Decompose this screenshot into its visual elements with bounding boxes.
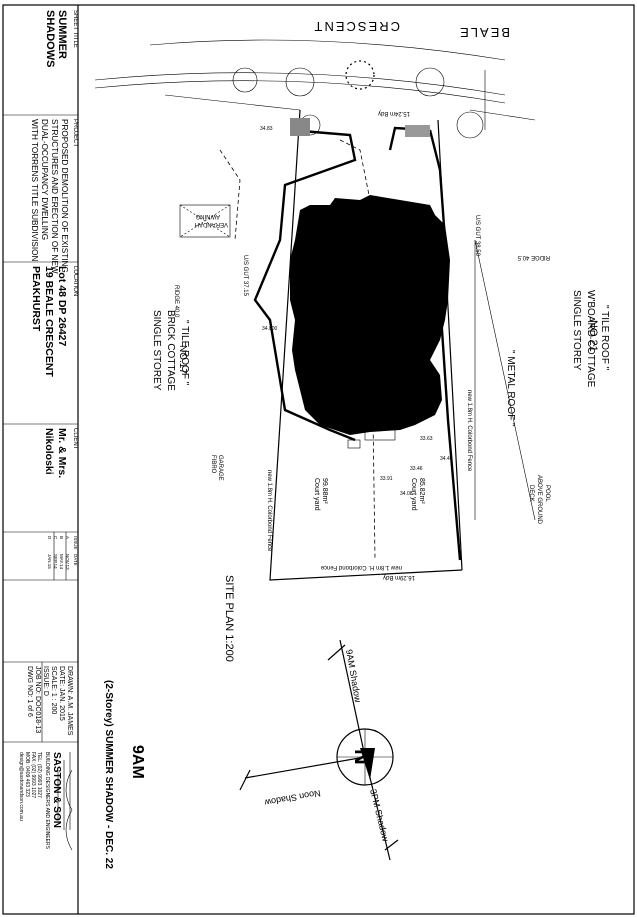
firm-contact-mob: MOB: 0409 463 323 [24,752,30,797]
noon-shadow-line [244,756,366,779]
neighbour-right-storey: SINGLE STOREY [571,290,582,371]
gutter-left-label: U/S GUT 37.15 [242,255,248,297]
spot-level-5: 34.49 [440,456,453,462]
revision-row-b-issue: B [59,536,64,539]
spot-level-1: 34.83 [260,126,273,132]
client-heading: CLIENT [72,428,78,450]
shadow-time: 9AM [129,745,146,779]
revision-row-c-issue: C [53,536,58,540]
verandah-label-1: VERANDAH [195,221,228,227]
drawing-info-drawn: DRAWN: A.M. JAMES [66,666,73,736]
verandah-label-2: AWNING [195,213,220,219]
title-block: SHEET TITLE SUMMER SHADOWS PROJECT PROPO… [3,5,79,914]
project-line-4: WITH TORRENS TITLE SUBDIVISION [30,119,39,261]
neighbour-left-type: BRICK COTTAGE [165,310,176,391]
court-yard-left-area: 99.88m² [321,478,328,504]
north-label: N [350,749,375,765]
neighbour-right-type: W'BOARD COTTAGE [585,290,596,388]
metal-roof-label: " METAL ROOF " [505,350,516,427]
revision-row-a-issue: A [65,536,70,539]
drawing-info: DRAWN: A.M. JAMES DATE: JAN. 2015 SCALE:… [26,666,73,736]
neighbour-left-storey: SINGLE STOREY [151,310,162,391]
project-line-2: STRUCTURES AND ERECTION OF NEW [50,119,59,274]
revision-header-date: DATE [73,554,78,566]
drawing-info-dwg-no: DWG NO: 1 of 6 [26,666,33,717]
deck-label-1: DECK [528,485,534,502]
spot-level-7: 34.08 [400,491,413,497]
nine-am-shadow-line [339,639,366,758]
sheet-title-heading: SHEET TITLE [72,10,78,48]
sheet-border [2,4,635,915]
spot-level-2: 34.000 [262,326,278,332]
spot-level-3: 33.63 [420,436,433,442]
project-line-3: DUAL-OCCUPANCY DWELLING [40,119,49,240]
project-line-1: PROPOSED DEMOLITION OF EXISTING [60,119,69,273]
firm-contact-email: design@sastonandson.com.au [18,752,24,821]
north-arrow-icon [360,748,375,780]
project-heading: PROJECT [72,119,78,147]
spot-level-6: 33.91 [380,476,393,482]
firm-contact-fax: FAX: (02) 9993 1027 [30,752,36,798]
revision-row-d-date: JAN.15 [47,554,52,569]
dim-top-boundary: 15.24m Bdy [378,110,410,116]
nine-am-shadow-label: 9AM Shadow [344,649,363,704]
firm-name: SASTON & SON [51,752,62,828]
street-name-crescent: CRESCENT [312,19,400,34]
revision-row-a-date: NOV.13 [65,554,70,570]
fence-bottom-label: new 1.8m H. Colorbond Fence [320,564,402,570]
gutter-right-label: U/S GUT 38.50 [474,215,480,257]
location-heading: LOCATION [72,266,78,296]
fibro-garage-2: GARAGE [217,455,223,481]
client-line-2: Nikoloski [43,428,55,475]
drawing-info-job-no: JOB NO: DOC018-13 [34,666,41,733]
location-line-2: 19 BEALE CRESCENT [43,266,55,377]
deck-label-3: POOL [544,485,550,502]
revision-row-c-date: SEP.14 [53,554,58,569]
dim-bottom-boundary: 16.29m Bdy [383,574,415,580]
court-yard-right-area: 85.82m² [418,478,425,504]
drawing-info-scale: SCALE: 1 : 200 [50,666,57,714]
street-name-beale: BEALE [458,25,510,40]
hatched-element-left [290,118,310,136]
revision-header-issue: ISSUE [73,536,78,550]
sheet-title-line-2: SHADOWS [44,10,56,67]
firm-contact-tel: TEL: (02) 9993 1027 [36,752,42,798]
shadow-cast-area [290,195,450,435]
drawing-info-date: DATE: JAN. 2015 [58,666,65,721]
court-yard-left-label: Court yard [313,478,320,511]
spot-level-4: 33.46 [410,466,423,472]
drawing-info-issue: ISSUE: D [42,666,49,696]
revision-row-b-date: MAY.14 [59,554,64,570]
neighbour-right-roof: " TILE ROOF " [599,305,610,371]
site-plan-label: SITE PLAN 1:200 [223,575,235,662]
ridge-right-label: RIDGE 40.5 [517,254,550,260]
fence-right-label: new 1.8m H. Colorbond Fence [466,390,472,472]
ridge-left-label: RIDGE 40.0 [173,285,179,318]
noon-shadow-label: Noon Shadow [263,788,321,808]
revision-row-d-issue: D [47,536,52,540]
court-yard-right-label: Court yard [410,478,417,511]
site-plan: CRESCENT BEALE [94,19,610,662]
hatched-element-right [405,125,430,137]
shadow-caption: (2-Storey) SUMMER SHADOW - DEC. 22 [103,680,114,869]
deck-label-2: ABOVE GROUND [536,475,542,525]
firm-subtitle: BUILDING DESIGNERS AND ENGINEERS [44,752,50,850]
three-pm-shadow-label: 3PM Shadow [368,788,391,843]
sheet-title-line-1: SUMMER [56,10,68,59]
neighbour-left-roof: " TILE ROOF " [179,320,190,386]
revision-table: ISSUE DATE A NOV.13 B MAY.14 C SEP.14 D … [47,536,78,570]
neighbour-right-number: NO.21 [587,320,599,352]
shadow-diagram: N 9AM Shadow Noon Shadow 3PM Shadow 9AM … [103,639,399,869]
client-line-1: Mr. & Mrs. [56,428,68,478]
firm-logo [57,752,73,851]
location-line-3: PEAKHURST [30,266,42,332]
fibro-garage-1: FIBRO [210,455,216,474]
location-line-1: Lot 48 DP 26427 [56,266,68,347]
fence-left-label: new 1.8m H. Colorbond Fence [266,470,272,552]
neighbour-left-number: NO.17 [177,345,188,374]
